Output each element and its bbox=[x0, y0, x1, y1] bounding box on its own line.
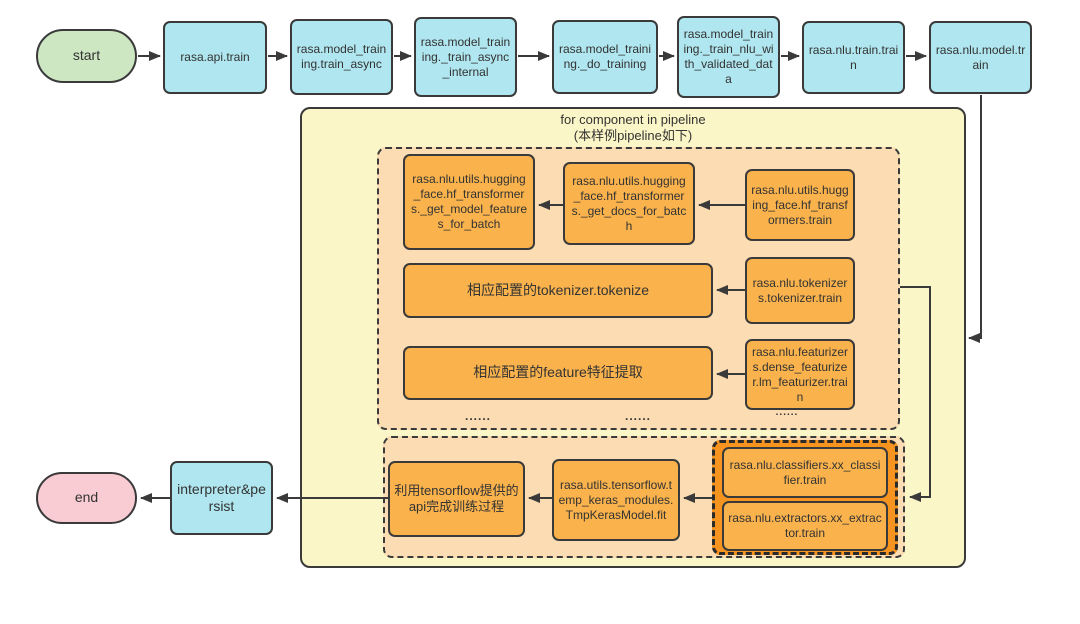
node-tensorflow-train: 利用tensorflow提供的api完成训练过程 bbox=[388, 461, 525, 537]
loop-title-line1: for component in pipeline bbox=[560, 112, 706, 127]
node-tokenizer-apply: 相应配置的tokenizer.tokenize bbox=[403, 263, 713, 318]
node-do-training: rasa.model_training._do_training bbox=[552, 20, 658, 94]
loop-title-line2: (本样例pipeline如下) bbox=[573, 127, 693, 143]
node-keras-fit: rasa.utils.tensorflow.temp_keras_modules… bbox=[552, 459, 680, 541]
node-featurizer-train: rasa.nlu.featurizers.dense_featurizer.lm… bbox=[745, 339, 855, 410]
node-featurizer-apply: 相应配置的feature特征提取 bbox=[403, 346, 713, 400]
node-hf-get-model-features: rasa.nlu.utils.hugging_face.hf_transform… bbox=[403, 154, 535, 250]
node-train-async-internal: rasa.model_training._train_async_interna… bbox=[414, 17, 517, 97]
ellipsis-2: ...... bbox=[624, 409, 651, 423]
node-hf-train: rasa.nlu.utils.hugging_face.hf_transform… bbox=[745, 169, 855, 241]
node-start: start bbox=[36, 29, 137, 83]
node-end: end bbox=[36, 472, 137, 524]
node-interpreter-persist: interpreter&persist bbox=[170, 461, 273, 535]
node-classifier-train: rasa.nlu.classifiers.xx_classifier.train bbox=[722, 447, 888, 498]
node-nlu-train: rasa.nlu.train.train bbox=[802, 21, 905, 94]
node-extractor-train: rasa.nlu.extractors.xx_extractor.train bbox=[722, 501, 888, 551]
ellipsis-1: ...... bbox=[464, 409, 491, 423]
node-api-train: rasa.api.train bbox=[163, 21, 267, 94]
loop-title: for component in pipeline (本样例pipeline如下… bbox=[302, 109, 964, 144]
node-tokenizer-train: rasa.nlu.tokenizers.tokenizer.train bbox=[745, 257, 855, 324]
edge-modeltrain-loop bbox=[968, 95, 982, 343]
node-train-nlu-validated: rasa.model_training._train_nlu_with_vali… bbox=[677, 16, 780, 98]
ellipsis-3: ...... bbox=[775, 407, 799, 418]
node-nlu-model-train: rasa.nlu.model.train bbox=[929, 21, 1032, 94]
node-train-async: rasa.model_training.train_async bbox=[290, 19, 393, 95]
node-hf-get-docs: rasa.nlu.utils.hugging_face.hf_transform… bbox=[563, 162, 695, 245]
